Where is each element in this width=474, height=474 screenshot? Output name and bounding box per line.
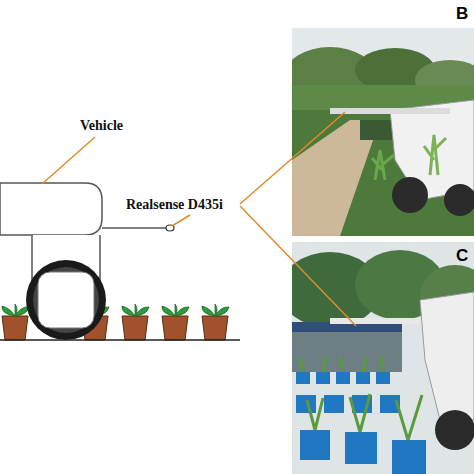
photo-b xyxy=(292,28,474,236)
ground-line xyxy=(0,339,240,341)
panel-letter: B xyxy=(456,4,468,24)
part-label: Realsense D435i xyxy=(126,197,223,213)
panel-letter: C xyxy=(456,246,468,266)
wheel xyxy=(26,260,106,340)
leader-lines xyxy=(42,112,356,326)
photo-c xyxy=(292,242,474,474)
part-label: Vehicle xyxy=(80,118,123,134)
